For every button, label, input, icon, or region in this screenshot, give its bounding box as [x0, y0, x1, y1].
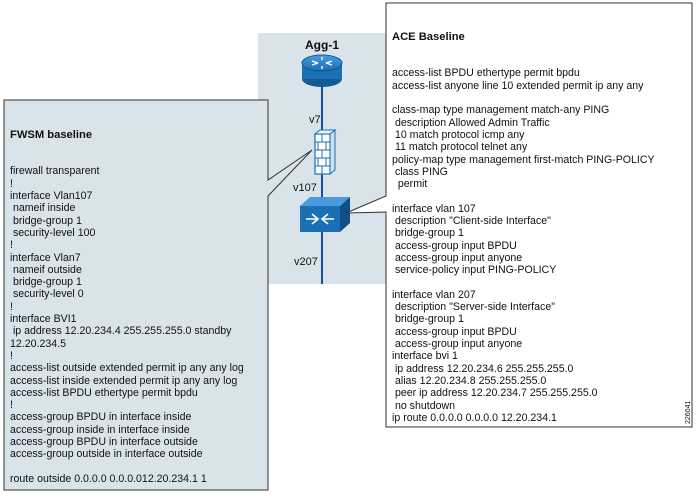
ace-config-line: description "Client-side Interface"	[392, 215, 551, 228]
ace-config-line: policy-map type management first-match P…	[392, 153, 655, 166]
ace-config-text: ACE Baseline access-list BPDU ethertype …	[392, 6, 655, 436]
ace-config-line: bridge-group 1	[392, 227, 464, 240]
ace-config-line: service-policy input PING-POLICY	[392, 264, 557, 277]
ace-config-line: class PING	[392, 165, 448, 178]
fwsm-config-lines: firewall transparent!interface Vlan107 n…	[10, 165, 244, 485]
ace-title: ACE Baseline	[392, 30, 465, 43]
fwsm-config-line: access-group BPDU in interface outside	[10, 436, 198, 449]
fwsm-config-line: !	[10, 399, 13, 412]
ace-config-line: peer ip address 12.20.234.7 255.255.255.…	[392, 387, 598, 400]
ace-module-icon	[300, 197, 350, 232]
ace-config-line: 10 match protocol icmp any	[392, 128, 525, 141]
ace-config-line: interface vlan 207	[392, 288, 476, 301]
ace-config-line: access-group input anyone	[392, 338, 523, 351]
ace-config-line	[392, 277, 655, 289]
fwsm-config-line: access-group BPDU in interface inside	[10, 411, 192, 424]
ace-config-line: access-list anyone line 10 extended perm…	[392, 79, 644, 92]
ace-config-line: no shutdown	[392, 399, 456, 412]
fwsm-config-line	[10, 461, 244, 473]
fwsm-config-line: access-group inside in interface inside	[10, 423, 190, 436]
router-icon	[301, 54, 343, 87]
fwsm-config-line: nameif inside	[10, 202, 76, 215]
vlan-label-v7: v7	[309, 114, 321, 126]
ace-config-line	[392, 92, 655, 104]
ace-config-line: permit	[392, 178, 428, 191]
ace-config-line: alias 12.20.234.8 255.255.255.0	[392, 374, 547, 387]
ace-config-line: class-map type management match-any PING	[392, 104, 610, 117]
ace-config-line: ip address 12.20.234.6 255.255.255.0	[392, 362, 574, 375]
fwsm-config-line: ip address 12.20.234.4 255.255.255.0 sta…	[10, 325, 232, 338]
ace-config-line: access-group input anyone	[392, 251, 523, 264]
fwsm-config-line: !	[10, 349, 13, 362]
fwsm-config-line: 12.20.234.5	[10, 337, 66, 350]
ace-config-line: bridge-group 1	[392, 313, 464, 326]
agg-device-title: Agg-1	[305, 38, 339, 52]
fwsm-config-text: FWSM baseline firewall transparent!inter…	[10, 104, 244, 498]
fwsm-config-line: firewall transparent	[10, 165, 100, 178]
vlan-label-v207: v207	[294, 256, 318, 268]
ace-config-line: interface vlan 107	[392, 202, 476, 215]
fwsm-config-line: nameif outside	[10, 263, 82, 276]
fwsm-callout-box	[3, 99, 313, 491]
fwsm-config-line: security-level 100	[10, 226, 96, 239]
fwsm-config-line: interface Vlan107	[10, 190, 93, 203]
fwsm-config-line: !	[10, 177, 13, 190]
fwsm-config-line: interface BVI1	[10, 313, 77, 326]
fwsm-title: FWSM baseline	[10, 128, 93, 141]
fwsm-config-line: access-list BPDU ethertype permit bpdu	[10, 386, 198, 399]
ace-config-line: access-list BPDU ethertype permit bpdu	[392, 67, 580, 80]
firewall-icon	[313, 128, 337, 176]
ace-config-line: description "Server-side Interface"	[392, 301, 555, 314]
fwsm-config-line: !	[10, 239, 13, 252]
ace-config-line	[392, 190, 655, 202]
fwsm-config-line: bridge-group 1	[10, 214, 82, 227]
fwsm-config-line: access-list outside extended permit ip a…	[10, 362, 244, 375]
fwsm-config-line: access-list inside extended permit ip an…	[10, 374, 238, 387]
fwsm-config-line: access-group outside in interface outsid…	[10, 448, 203, 461]
vlan-label-v107: v107	[293, 182, 317, 194]
fwsm-config-line: interface Vlan7	[10, 251, 81, 264]
figure-id: 226041	[685, 401, 692, 424]
fwsm-config-line: !	[10, 300, 13, 313]
ace-config-line: description Allowed Admin Traffic	[392, 116, 550, 129]
ace-config-line: access-group input BPDU	[392, 325, 517, 338]
fwsm-config-line: route outside 0.0.0.0 0.0.0.012.20.234.1…	[10, 472, 207, 485]
ace-config-line: 11 match protocol telnet any	[392, 141, 528, 154]
ace-config-line: ip route 0.0.0.0 0.0.0.0 12.20.234.1	[392, 411, 557, 424]
ace-callout-box	[345, 2, 693, 428]
fwsm-config-line: security-level 0	[10, 288, 84, 301]
ace-config-line: access-group input BPDU	[392, 239, 517, 252]
ace-config-line: interface bvi 1	[392, 350, 458, 363]
fwsm-config-line: bridge-group 1	[10, 276, 82, 289]
